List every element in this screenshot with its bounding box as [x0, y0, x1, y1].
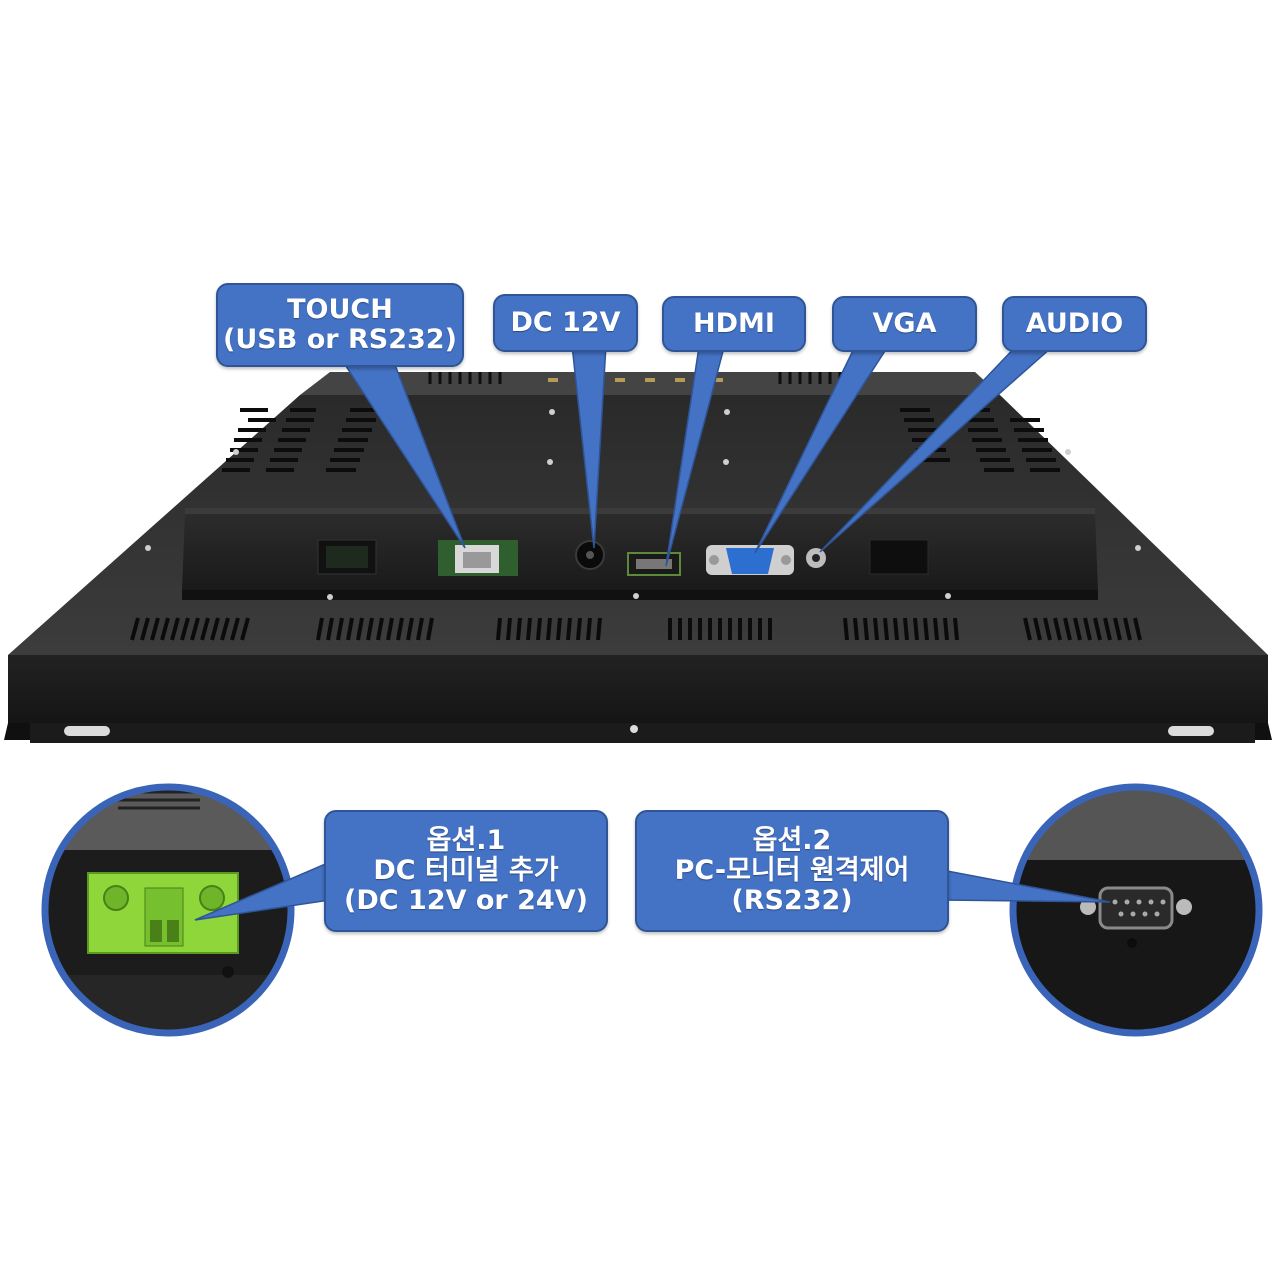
vents-lower — [130, 617, 1142, 641]
screw-holes — [145, 409, 1141, 600]
option2-callout: 옵션.2 PC-모니터 원격제어 (RS232) — [635, 810, 949, 932]
option1-callout-line1: 옵션.1 — [426, 824, 506, 856]
audio-callout-label: AUDIO — [1025, 307, 1124, 339]
option2-callout-line2: PC-모니터 원격제어 — [674, 854, 910, 886]
option2-magnifier — [1009, 783, 1263, 1037]
rs232-db9-port-icon — [1080, 886, 1192, 930]
option1-callout-line3: (DC 12V or 24V) — [344, 885, 588, 917]
hdmi-callout-label: HDMI — [693, 307, 775, 339]
option1-callout-line2: DC 터미널 추가 — [373, 854, 559, 886]
option1-magnifier — [41, 783, 295, 1037]
rj45-port — [317, 539, 377, 575]
usb-b-port — [438, 540, 518, 576]
dc-jack-port — [575, 540, 605, 570]
option1-callout: 옵션.1 DC 터미널 추가 (DC 12V or 24V) — [324, 810, 608, 932]
option2-callout-line3: (RS232) — [731, 885, 853, 917]
touch-callout: TOUCH (USB or RS232) — [216, 283, 464, 367]
vga-port — [706, 545, 794, 575]
audio-jack-port — [806, 548, 826, 568]
touch-callout-line1: TOUCH — [287, 293, 393, 325]
blank-port — [869, 539, 929, 575]
dc12v-callout-label: DC 12V — [510, 306, 621, 338]
vga-callout: VGA — [832, 296, 977, 352]
callout-pointers — [338, 339, 1062, 567]
hdmi-callout: HDMI — [662, 296, 806, 352]
dc12v-callout: DC 12V — [493, 294, 638, 352]
vga-callout-label: VGA — [872, 307, 937, 339]
vents-upper-left — [222, 408, 380, 472]
hdmi-port — [627, 552, 681, 576]
audio-callout: AUDIO — [1002, 296, 1147, 352]
touch-callout-line2: (USB or RS232) — [223, 324, 457, 355]
option2-callout-line1: 옵션.2 — [752, 824, 832, 856]
monitor-chassis — [4, 372, 1272, 743]
